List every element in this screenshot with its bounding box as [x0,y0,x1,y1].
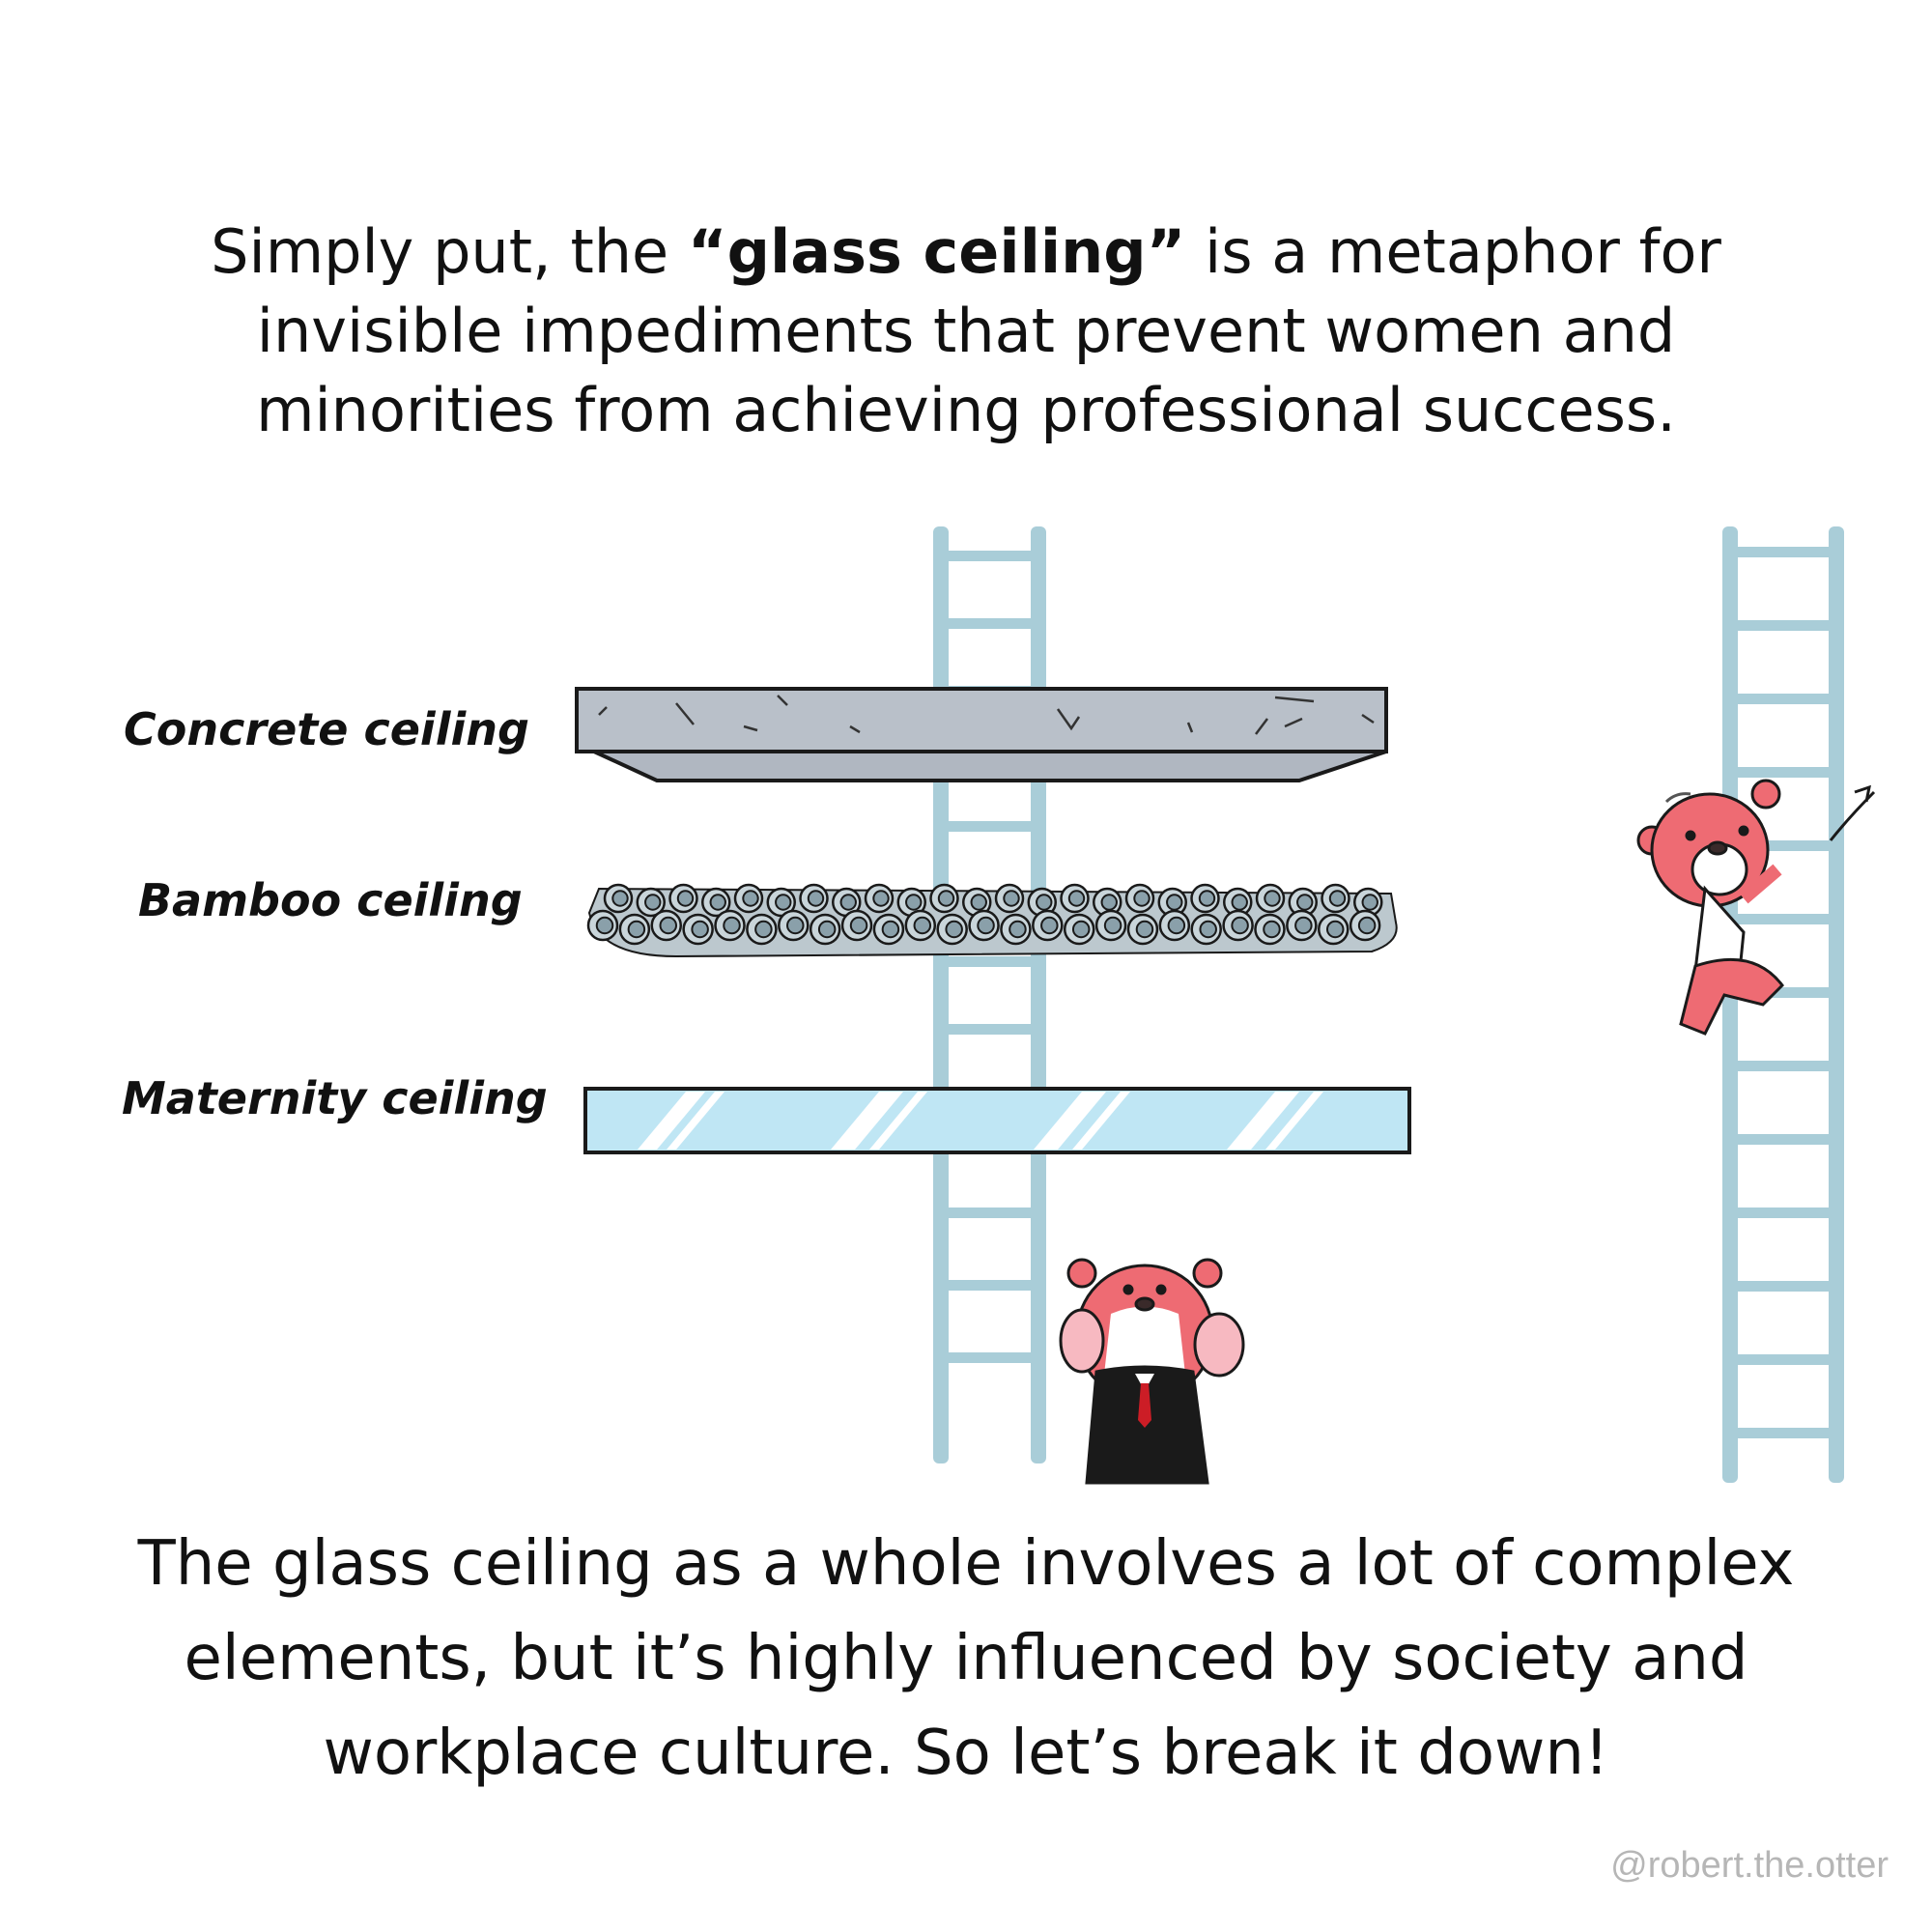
bamboo-stalk-hole [1361,894,1378,911]
bamboo-stalk-hole [1135,920,1154,939]
bamboo-stalk-hole [1167,916,1186,935]
bamboo-stalk-hole [611,890,629,907]
bamboo-stalk-hole [1071,920,1091,939]
bamboo-stalk-hole [881,920,900,939]
bamboo-stalk-hole [1231,894,1248,911]
bamboo-stalk-hole [723,916,741,935]
bamboo-stalk-hole [659,916,678,935]
credit-handle: @robert.the.otter [1610,1845,1889,1886]
bamboo-stalk-hole [937,890,955,907]
concrete-ceiling-slab [575,687,1388,782]
bamboo-stalk-hole [1040,916,1059,935]
climbing-otter [1636,779,1876,1036]
bamboo-stalk-hole [1296,894,1314,911]
bamboo-stalk-hole [1328,890,1347,907]
bamboo-stalk-hole [1231,916,1249,935]
maternity-ceiling-glass [583,1087,1411,1154]
bamboo-stalk-hole [1199,920,1217,939]
bamboo-stalk-hole [849,916,868,935]
bamboo-stalk-hole [872,890,890,907]
label-maternity-ceiling: Maternity ceiling [122,1072,548,1124]
right-ladder [1722,526,1844,1483]
bamboo-stalk-hole [1263,920,1281,939]
bamboo-stalk-hole [945,920,963,939]
bamboo-stalk-hole [1264,890,1281,907]
bamboo-stalk-hole [817,920,837,939]
bamboo-stalk-hole [1133,890,1151,907]
bamboo-stalk-hole [913,916,932,935]
bamboo-stalk-hole [1067,890,1086,907]
label-bamboo-ceiling: Bamboo ceiling [138,874,523,926]
bamboo-stalk-hole [839,894,857,911]
label-concrete-ceiling: Concrete ceiling [124,703,529,755]
bamboo-stalk-hole [970,894,987,911]
bamboo-stalk-hole [754,920,773,939]
bamboo-stalk-hole [1100,894,1118,911]
bamboo-stalk-hole [775,894,792,911]
bamboo-stalk-hole [709,894,726,911]
bamboo-stalk-hole [1103,916,1122,935]
intro-after: is a metaphor for invisible impediments … [256,216,1721,445]
bamboo-stalk-hole [1009,920,1027,939]
bamboo-stalk-hole [905,894,923,911]
bamboo-stalk-hole [595,916,614,935]
intro-before: Simply put, the [211,216,688,287]
standing-otter [1059,1258,1245,1485]
bamboo-ceiling-bundle [586,883,1398,958]
bamboo-stalk-hole [1325,920,1345,939]
bamboo-stalk-hole [1166,894,1183,911]
bamboo-stalk-hole [644,894,662,911]
intro-emphasis: “glass ceiling” [687,216,1186,287]
bamboo-stalk-hole [627,920,646,939]
bamboo-stalk-hole [977,916,995,935]
bamboo-stalk-hole [742,890,759,907]
bamboo-stalk-hole [691,920,709,939]
intro-text: Simply put, the “glass ceiling” is a met… [145,213,1787,450]
bamboo-stalk-hole [1357,916,1377,935]
bamboo-stalk-hole [1003,890,1020,907]
bamboo-stalk-hole [1294,916,1313,935]
left-ladder [933,526,1046,1463]
outro-text: The glass ceiling as a whole involves a … [137,1528,1795,1789]
bamboo-stalk-hole [676,890,695,907]
bamboo-stalk-hole [807,890,825,907]
bamboo-stalk-hole [1198,890,1216,907]
bamboo-stalk-hole [1036,894,1053,911]
bamboo-stalk-hole [786,916,805,935]
